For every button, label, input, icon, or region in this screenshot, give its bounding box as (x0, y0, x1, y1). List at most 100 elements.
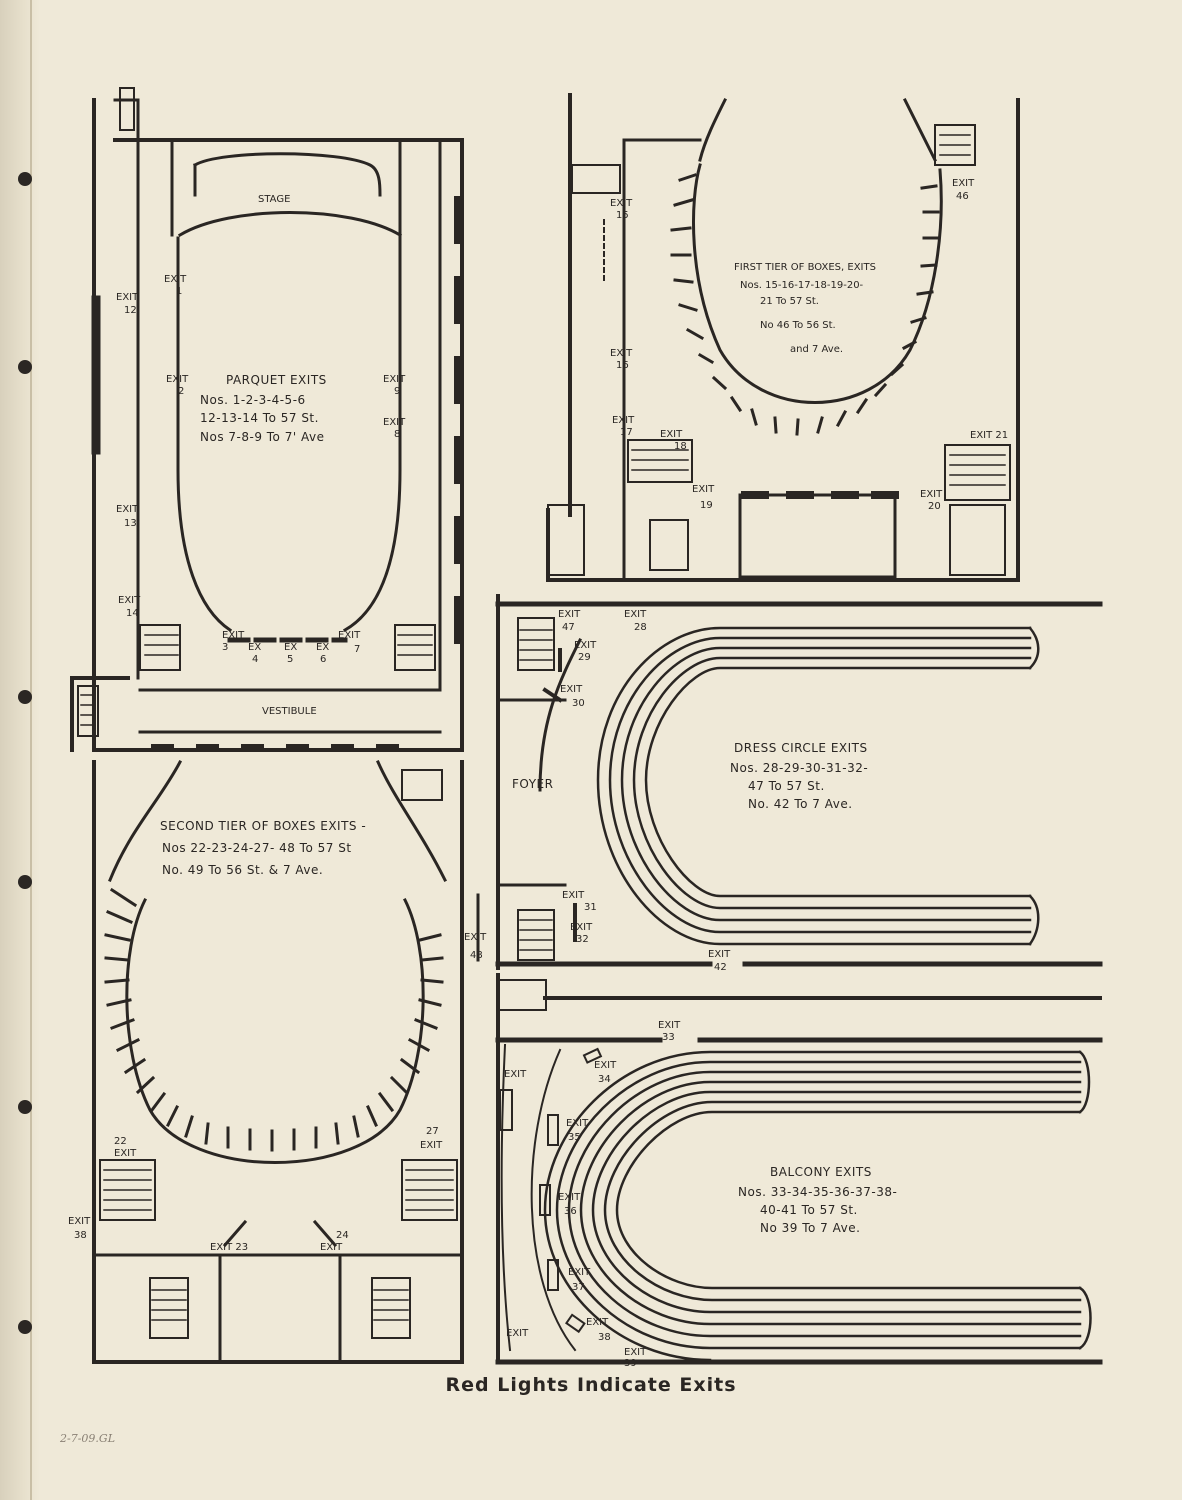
binding-fold-line (30, 0, 32, 1500)
exit-label: EXIT (708, 949, 731, 960)
dress-circle-line: No. 42 To 7 Ave. (748, 797, 853, 811)
exit-label: EXIT (658, 1020, 681, 1031)
second-tier-title: SECOND TIER OF BOXES EXITS - (160, 819, 366, 833)
exit-label: 46 (956, 191, 969, 202)
first-tier-line: No 46 To 56 St. (760, 320, 836, 331)
balcony-line: 40-41 To 57 St. (760, 1203, 858, 1217)
exit-label: 5 (287, 654, 293, 665)
foyer-label: FOYER (512, 777, 553, 791)
exit-label: EXIT 21 (970, 430, 1008, 441)
exit-label: EXIT (574, 640, 597, 651)
balcony-plan (495, 973, 1103, 1365)
exit-label: EXIT (624, 1347, 647, 1358)
binding-ring (18, 172, 32, 186)
exit-label: 33 (662, 1032, 675, 1043)
exit-label: 30 (572, 698, 585, 709)
exit-label: 28 (634, 622, 647, 633)
exit-label: 4 (252, 654, 258, 665)
exit-label: 15 (616, 210, 629, 221)
binding-ring (18, 875, 32, 889)
exit-label: 32 (576, 934, 589, 945)
dress-circle-title: DRESS CIRCLE EXITS (734, 741, 868, 755)
exit-label: EX (248, 642, 261, 653)
exit-label: 47 (562, 622, 575, 633)
exit-label: 20 (928, 501, 941, 512)
exit-label: EXIT (562, 890, 585, 901)
exit-label: EXIT (568, 1267, 591, 1278)
parquet-line: Nos. 1-2-3-4-5-6 (200, 393, 306, 407)
binding-ring (18, 1320, 32, 1334)
exit-label: EXIT (338, 630, 361, 641)
exit-label: 14 (126, 608, 139, 619)
exit-label: EXIT (692, 484, 715, 495)
exit-caption: Red Lights Indicate Exits (445, 1374, 737, 1396)
exit-label: EXIT (558, 1192, 581, 1203)
exit-label: 39 (624, 1358, 637, 1369)
exit-label: 29 (578, 652, 591, 663)
exit-label: EXIT (114, 1148, 137, 1159)
exit-label: 38 (598, 1332, 611, 1343)
first-tier-title: FIRST TIER OF BOXES, EXITS (734, 262, 876, 273)
dress-circle-plan (495, 594, 1103, 970)
first-tier-plan (546, 93, 1020, 582)
dress-circle-line: 47 To 57 St. (748, 779, 825, 793)
exit-label: EXIT (118, 595, 141, 606)
dress-circle-line: Nos. 28-29-30-31-32- (730, 761, 868, 775)
exit-label: 8 (394, 429, 400, 440)
parquet-plan (70, 87, 464, 752)
first-tier-line: Nos. 15-16-17-18-19-20- (740, 280, 864, 291)
exit-label: 16 (616, 360, 629, 371)
exit-label: EXIT (506, 1328, 529, 1339)
exit-label: EXIT (68, 1216, 91, 1227)
exit-label: 1 (176, 286, 182, 297)
vestibule-label: VESTIBULE (262, 706, 317, 717)
exit-label: EXIT (420, 1140, 443, 1151)
exit-label: EXIT (164, 274, 187, 285)
exit-label: EXIT (560, 684, 583, 695)
second-tier-plan (92, 759, 480, 1364)
exit-label: EXIT (612, 415, 635, 426)
exit-label: 27 (426, 1126, 439, 1137)
exit-label: EXIT (504, 1069, 527, 1080)
exit-label: 31 (584, 902, 597, 913)
exit-label: 48 (470, 950, 483, 961)
parquet-line: 12-13-14 To 57 St. (200, 411, 319, 425)
first-tier-line: and 7 Ave. (790, 344, 843, 355)
exit-label: 34 (598, 1074, 611, 1085)
exit-label: EXIT (116, 292, 139, 303)
exit-label: EXIT (660, 429, 683, 440)
exit-label: 42 (714, 962, 727, 973)
exit-label: 19 (700, 500, 713, 511)
parquet-line: Nos 7-8-9 To 7' Ave (200, 430, 324, 444)
exit-label: 38 (74, 1230, 87, 1241)
exit-label: 12 (124, 305, 137, 316)
exit-label: EXIT (116, 504, 139, 515)
exit-label: 7 (354, 644, 360, 655)
exit-label: EXIT (166, 374, 189, 385)
exit-label: EXIT (610, 198, 633, 209)
exit-label: EXIT (920, 489, 943, 500)
exit-label: EX (316, 642, 329, 653)
exit-label: 17 (620, 427, 633, 438)
exit-label: 24 (336, 1230, 349, 1241)
exit-label: 36 (564, 1206, 577, 1217)
exit-label: 35 (568, 1132, 581, 1143)
exit-label: EXIT (383, 417, 406, 428)
exit-label: 37 (572, 1282, 585, 1293)
exit-label: EXIT (952, 178, 975, 189)
exit-label: 3 (222, 642, 228, 653)
stage-label: STAGE (258, 194, 290, 205)
balcony-line: No 39 To 7 Ave. (760, 1221, 860, 1235)
parquet-title: PARQUET EXITS (226, 373, 327, 387)
exit-label: 9 (394, 386, 400, 397)
balcony-title: BALCONY EXITS (770, 1165, 872, 1179)
exit-label: 22 (114, 1136, 127, 1147)
exit-label: EXIT (222, 630, 245, 641)
binding-edge (0, 0, 40, 1500)
exit-label: 6 (320, 654, 326, 665)
exit-label: EXIT (566, 1118, 589, 1129)
exit-label: 13 (124, 518, 137, 529)
exit-label: EXIT (586, 1317, 609, 1328)
balcony-line: Nos. 33-34-35-36-37-38- (738, 1185, 897, 1199)
